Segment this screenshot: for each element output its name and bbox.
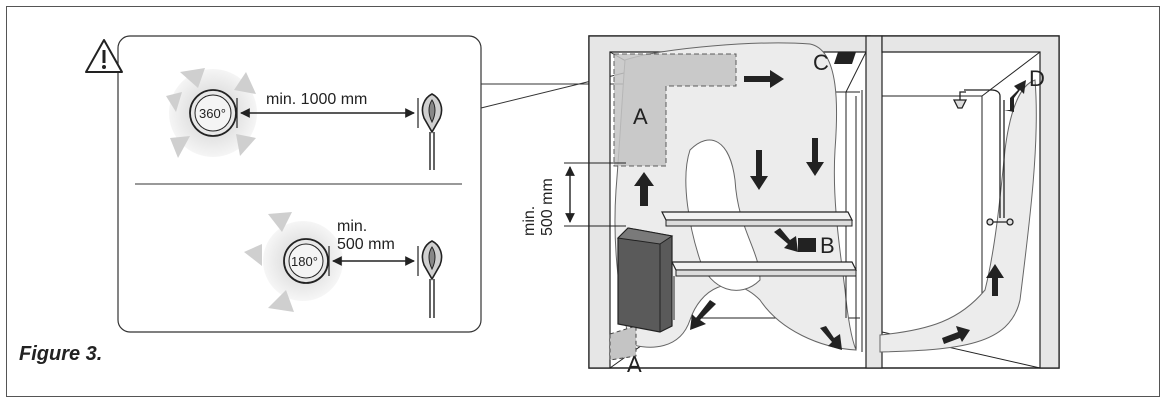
sensor-icon (421, 93, 443, 170)
vertical-dimension-500: 500 mm (539, 178, 556, 236)
distance-label-min: min. (337, 218, 367, 235)
arrow-icon (986, 264, 1004, 296)
figure-frame (6, 6, 1160, 397)
angle-label-360: 360° (199, 106, 226, 121)
arrow-icon (750, 150, 768, 190)
arrow-icon (820, 326, 842, 350)
warning-icon (85, 39, 123, 73)
label-a-bottom: A (627, 352, 642, 377)
sauna-room (564, 35, 1060, 369)
distance-label-500: 500 mm (337, 236, 395, 253)
arrow-icon (744, 70, 784, 88)
arrow-icon (1004, 80, 1026, 112)
arrow-icon (634, 172, 654, 206)
sensor-icon-bottom (421, 240, 443, 318)
label-b: B (820, 233, 835, 258)
airflow-arrows (634, 52, 1026, 350)
label-a-top: A (633, 104, 648, 129)
arrow-icon (942, 326, 970, 344)
angle-label-180: 180° (291, 254, 318, 269)
figure-caption: Figure 3. (19, 343, 103, 365)
heater-icon (616, 227, 674, 333)
heater-symbol-180-icon (244, 212, 343, 312)
label-d: D (1029, 66, 1045, 91)
heater-symbol-icon (166, 68, 257, 158)
arrow-icon (774, 228, 798, 252)
distance-label-1000: min. 1000 mm (266, 91, 367, 108)
arrow-icon (806, 138, 824, 176)
label-c: C (813, 50, 829, 75)
arrow-icon (690, 300, 716, 330)
shower-icon (952, 89, 1014, 226)
vertical-dimension-min: min. (521, 206, 538, 236)
